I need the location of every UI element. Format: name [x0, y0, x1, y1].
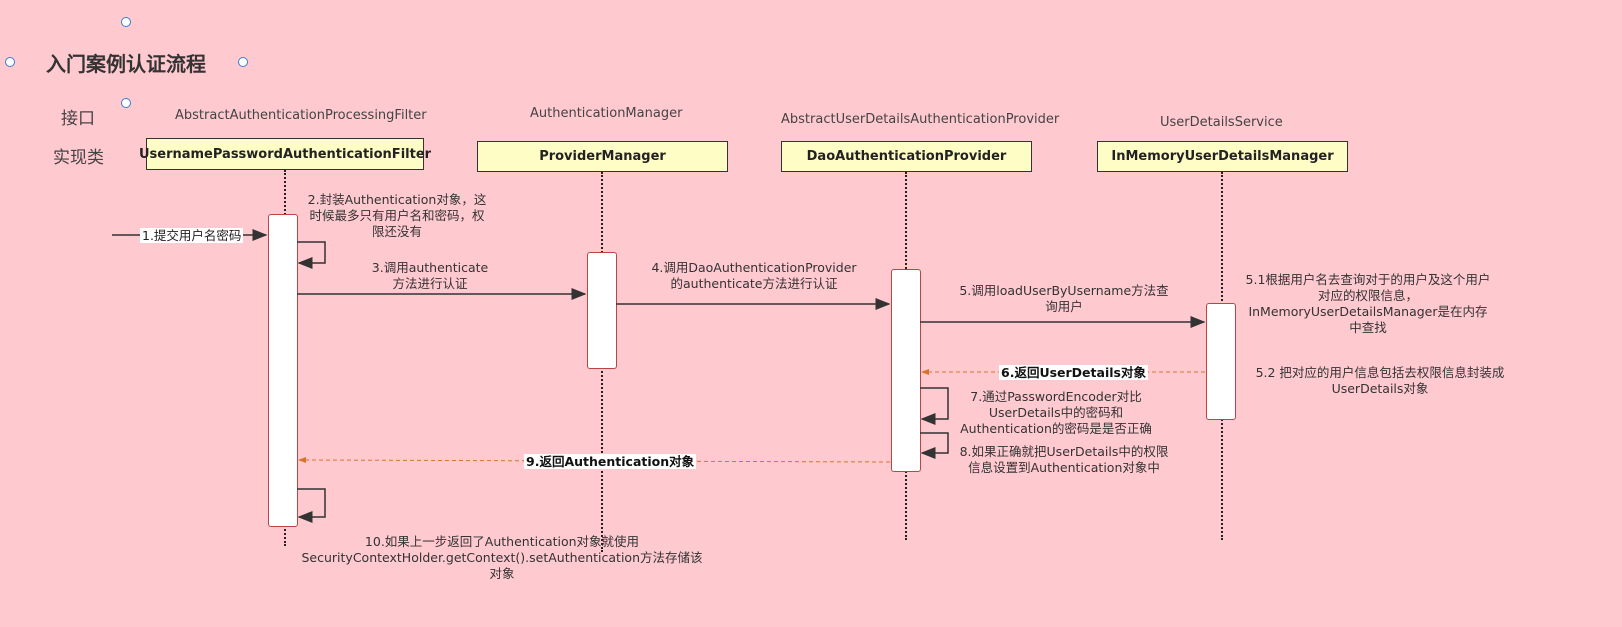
note-m8: 8.如果正确就把UserDetails中的权限信息设置到Authenticati…: [959, 444, 1169, 475]
note-m3: 3.调用authenticate方法进行认证: [371, 260, 489, 291]
activation-manager[interactable]: [587, 252, 617, 369]
participant-box-provider[interactable]: DaoAuthenticationProvider: [781, 141, 1032, 172]
self-arrow-m2: [297, 241, 326, 269]
note-m52: 5.2 把对应的用户信息包括去权限信息封装成UserDetails对象: [1255, 365, 1505, 396]
note-m2: 2.封装Authentication对象，这时候最多只有用户名和密码，权限还没有: [307, 192, 487, 239]
interface-label-filter: AbstractAuthenticationProcessingFilter: [175, 108, 427, 123]
selection-handle-bottom[interactable]: [121, 98, 131, 108]
diagram-title: 入门案例认证流程: [46, 52, 206, 76]
note-m5: 5.调用loadUserByUsername方法查询用户: [959, 283, 1169, 314]
return-label-m9: 9.返回Authentication对象: [524, 454, 697, 469]
row-label-impl: 实现类: [53, 148, 104, 168]
interface-label-manager: AuthenticationManager: [530, 106, 683, 121]
note-m51: 5.1根据用户名去查询对于的用户及这个用户对应的权限信息，InMemoryUse…: [1245, 272, 1491, 335]
participant-box-manager[interactable]: ProviderManager: [477, 141, 728, 172]
note-m10: 10.如果上一步返回了Authentication对象就使用SecurityCo…: [301, 534, 703, 581]
participant-box-filter[interactable]: UsernamePasswordAuthenticationFilter: [139, 138, 431, 170]
activation-provider[interactable]: [891, 269, 921, 472]
participant-box-service[interactable]: InMemoryUserDetailsManager: [1097, 141, 1348, 172]
return-label-m6: 6.返回UserDetails对象: [999, 365, 1148, 380]
interface-label-provider: AbstractUserDetailsAuthenticationProvide…: [781, 112, 1060, 127]
self-arrow-m8: [920, 432, 949, 459]
note-m4: 4.调用DaoAuthenticationProvider的authentica…: [651, 260, 857, 291]
message-label-m1: 1.提交用户名密码: [140, 228, 244, 243]
self-arrow-m10: [297, 488, 326, 523]
interface-label-service: UserDetailsService: [1160, 115, 1283, 130]
activation-service[interactable]: [1206, 303, 1236, 420]
self-arrow-m7: [920, 387, 949, 425]
selection-handle-top[interactable]: [121, 17, 131, 27]
activation-filter[interactable]: [268, 214, 298, 527]
selection-handle-right[interactable]: [238, 57, 248, 67]
note-m7: 7.通过PasswordEncoder对比UserDetails中的密码和Aut…: [960, 389, 1152, 436]
selection-handle-left[interactable]: [5, 57, 15, 67]
row-label-interface: 接口: [61, 109, 95, 129]
